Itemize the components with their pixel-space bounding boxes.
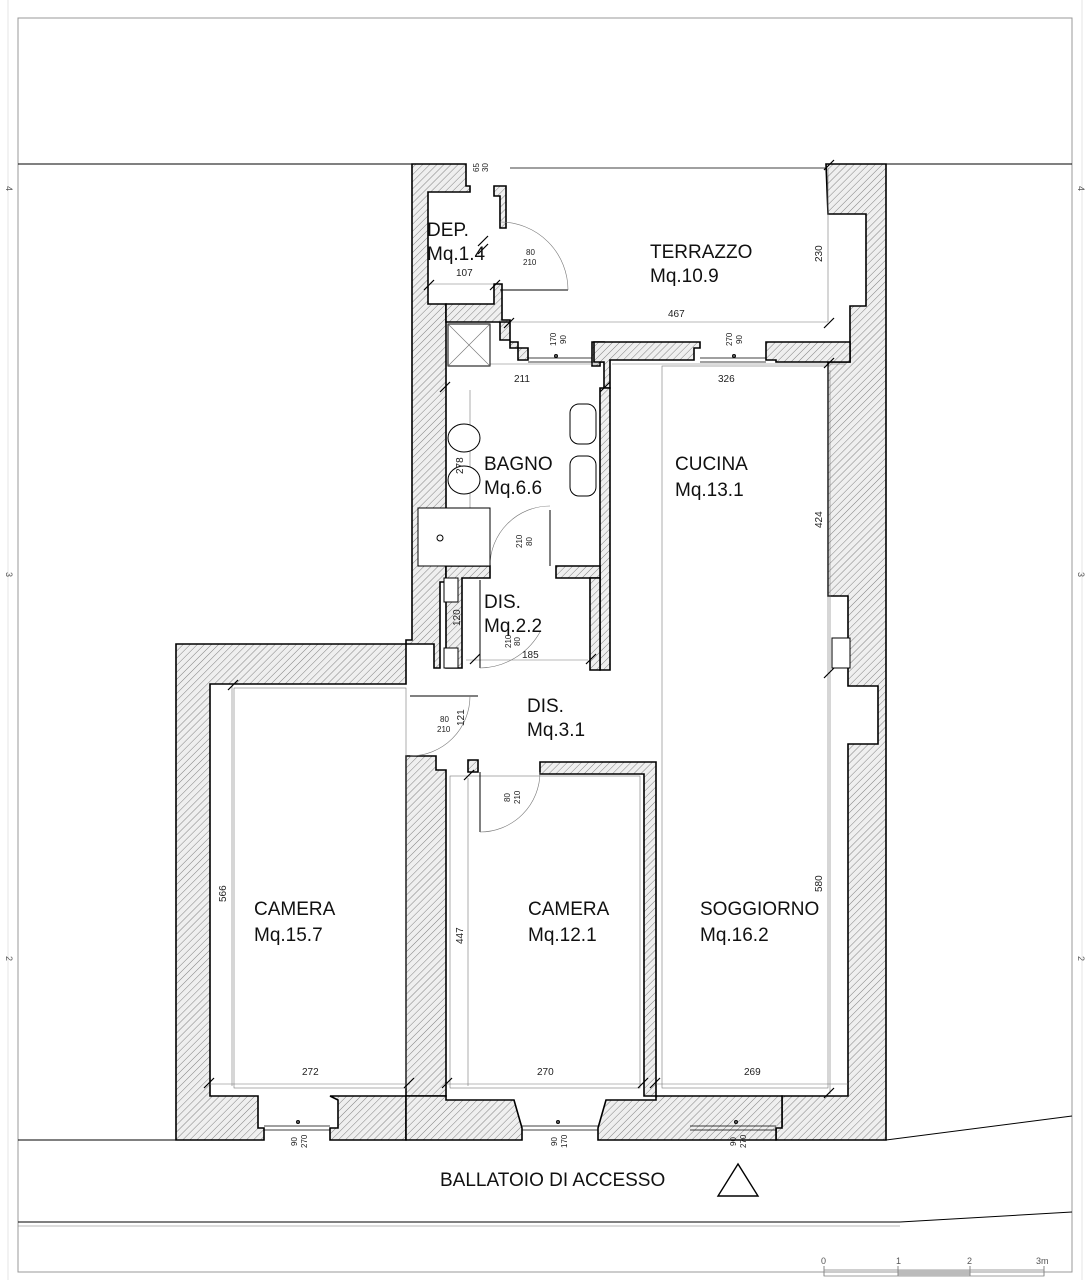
tag-bagno-door-w: 80	[525, 537, 534, 546]
grid-mark-4-left: 4	[4, 186, 14, 191]
camera1-area: Mq.15.7	[254, 925, 323, 946]
grid-mark-3-left: 3	[4, 572, 14, 577]
windows	[264, 167, 826, 1131]
sheet-frame	[7, 0, 1083, 1280]
doors	[409, 221, 569, 833]
tag-terrace-door2-h: 270	[725, 332, 734, 346]
grid-mark-4-right: 4	[1076, 186, 1086, 191]
tag-terrace-door1-w: 90	[559, 335, 568, 344]
column-2	[443, 647, 459, 669]
dim-bagno-width: 211	[514, 374, 530, 385]
grid-marks: 4 4 3 3 2 2	[4, 186, 1086, 961]
camera2-name: CAMERA	[528, 899, 610, 920]
dim-cucina-width: 326	[718, 374, 735, 385]
tag-window-camera1-w: 90	[290, 1137, 299, 1146]
door-bagno	[489, 505, 551, 567]
tag-camera2-door-w: 80	[503, 793, 512, 802]
camera1-name: CAMERA	[254, 899, 336, 920]
washbasin-1	[569, 403, 597, 445]
tag-bagno-door-h: 210	[515, 534, 524, 548]
neighbor-outline	[18, 163, 1073, 1227]
bagno-name: BAGNO	[484, 454, 553, 475]
tag-dis1-door-w: 80	[513, 637, 522, 646]
tag-camera1-door-h: 210	[437, 725, 451, 734]
tag-dep-door-h: 210	[523, 258, 537, 267]
door-camera1	[409, 695, 478, 757]
scale-bar: 0 1 2 3m	[821, 1256, 1049, 1277]
room-labels: DEP. Mq.1.4 TERRAZZO Mq.10.9 BAGNO Mq.6.…	[254, 220, 819, 1191]
cucina-name: CUCINA	[675, 454, 748, 475]
bidet	[447, 423, 481, 453]
dim-camera1-width: 272	[302, 1067, 319, 1078]
dimension-ticks	[203, 159, 835, 1099]
entrance-triangle-icon	[716, 1162, 760, 1197]
tag-window-camera1-h: 270	[300, 1134, 309, 1148]
dis2-area: Mq.3.1	[527, 720, 585, 741]
toilet	[447, 465, 481, 495]
grid-mark-2-right: 2	[1076, 956, 1086, 961]
dim-camera1-depth: 566	[218, 885, 229, 902]
dim-dis2-depth: 121	[456, 709, 467, 726]
scale-tick-1: 1	[896, 1256, 901, 1266]
dim-dep-small-top: 30	[481, 163, 490, 172]
dis2-name: DIS.	[527, 696, 564, 717]
column-1	[443, 577, 459, 603]
dim-bagno-depth: 278	[455, 457, 466, 474]
dim-soggiorno-depth: 580	[814, 875, 825, 892]
tag-dis1-door-h: 210	[504, 634, 513, 648]
washing-machine	[417, 507, 491, 567]
scale-tick-0: 0	[821, 1256, 826, 1266]
tag-camera1-door-w: 80	[440, 715, 449, 724]
opening-tags: 80 210 90 170 90 270 80 210 80 210 80 21…	[290, 248, 748, 1148]
soggiorno-name: SOGGIORNO	[700, 899, 819, 920]
dim-dep-small-bottom: 65	[472, 163, 481, 172]
soggiorno-area: Mq.16.2	[700, 925, 769, 946]
dis1-area: Mq.2.2	[484, 616, 542, 637]
tag-camera2-door-h: 210	[513, 790, 522, 804]
bathroom-fixtures	[417, 323, 851, 669]
camera2-area: Mq.12.1	[528, 925, 597, 946]
dim-dis1-depth: 120	[452, 609, 463, 626]
access-label: BALLATOIO DI ACCESSO	[440, 1170, 665, 1191]
tag-window-soggiorno-h: 270	[739, 1134, 748, 1148]
tag-window-camera2-h: 170	[560, 1134, 569, 1148]
room-outlines	[210, 168, 848, 1094]
dim-cucina-depth: 424	[814, 511, 825, 528]
tag-terrace-door1-h: 170	[549, 332, 558, 346]
cucina-area: Mq.13.1	[675, 480, 744, 501]
dim-dep-width: 107	[456, 268, 473, 279]
dep-area: Mq.1.4	[427, 244, 486, 265]
tag-window-soggiorno-w: 90	[729, 1137, 738, 1146]
dim-terrazzo-width: 467	[668, 309, 685, 320]
dim-camera2-width: 270	[537, 1067, 554, 1078]
flue	[831, 637, 851, 669]
terrazzo-name: TERRAZZO	[650, 242, 752, 263]
tag-terrace-door2-w: 90	[735, 335, 744, 344]
washbasin-2	[569, 455, 597, 497]
dim-camera2-depth: 447	[455, 927, 466, 944]
tag-dep-door-w: 80	[526, 248, 535, 257]
walls	[175, 163, 887, 1141]
grid-mark-3-right: 3	[1076, 572, 1086, 577]
door-camera2	[479, 771, 541, 833]
dimension-values: 107 467 211 326 185 272 270 269 230 278 …	[218, 163, 825, 1078]
dep-name: DEP.	[427, 220, 469, 241]
tag-window-camera2-w: 90	[550, 1137, 559, 1146]
dis1-name: DIS.	[484, 592, 521, 613]
terrazzo-area: Mq.10.9	[650, 266, 719, 287]
scale-tick-2: 2	[967, 1256, 972, 1266]
dim-soggiorno-width: 269	[744, 1067, 761, 1078]
scale-tick-3m: 3m	[1036, 1256, 1049, 1266]
dim-terrazzo-depth: 230	[814, 245, 825, 262]
dim-dis1-width: 185	[522, 650, 539, 661]
bagno-area: Mq.6.6	[484, 478, 542, 499]
grid-mark-2-left: 2	[4, 956, 14, 961]
door-dis1	[479, 580, 541, 669]
door-dep	[499, 221, 569, 291]
